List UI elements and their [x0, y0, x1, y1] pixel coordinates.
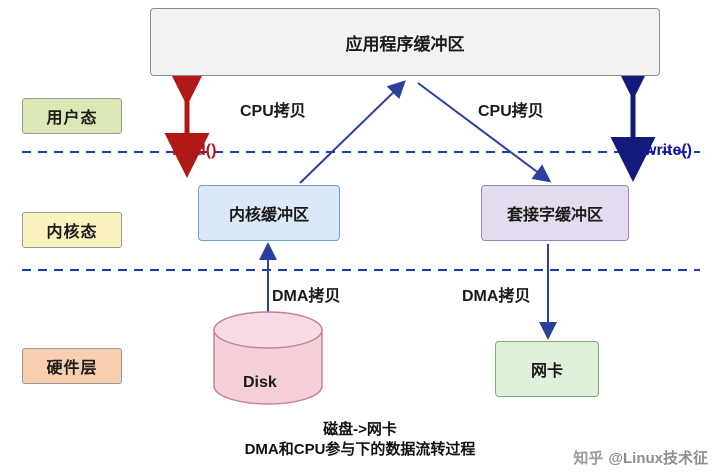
watermark-text: @Linux技术征 — [608, 450, 708, 467]
socket-buffer-box: 套接字缓冲区 — [481, 185, 629, 241]
dma-copy-left-label: DMA拷贝 — [272, 288, 341, 305]
cpu-copy-left-arrow — [299, 80, 406, 184]
cpu-copy-right-arrow — [417, 82, 552, 183]
zhihu-logo-icon: 知乎 — [573, 450, 604, 467]
caption-line-1: 磁盘->网卡 — [323, 421, 397, 438]
layer-tag-kernel: 内核态 — [22, 212, 122, 248]
disk-cylinder — [213, 311, 323, 405]
watermark: 知乎 @Linux技术征 — [573, 447, 708, 468]
layer-tag-hardware: 硬件层 — [22, 348, 122, 384]
caption-line-2: DMA和CPU参与下的数据流转过程 — [244, 441, 476, 458]
application-buffer-box: 应用程序缓冲区 — [150, 8, 660, 76]
diagram-caption: 磁盘->网卡 DMA和CPU参与下的数据流转过程 — [0, 420, 720, 460]
layer-tag-user: 用户态 — [22, 98, 122, 134]
cpu-copy-left-label: CPU拷贝 — [240, 103, 306, 120]
cpu-copy-right-label: CPU拷贝 — [478, 103, 544, 120]
disk-label: Disk — [243, 374, 277, 391]
read-call-label: read() — [172, 142, 217, 159]
write-call-label: write() — [644, 142, 692, 159]
kernel-buffer-box: 内核缓冲区 — [198, 185, 340, 241]
dma-copy-right-label: DMA拷贝 — [462, 288, 531, 305]
network-card-box: 网卡 — [495, 341, 599, 397]
